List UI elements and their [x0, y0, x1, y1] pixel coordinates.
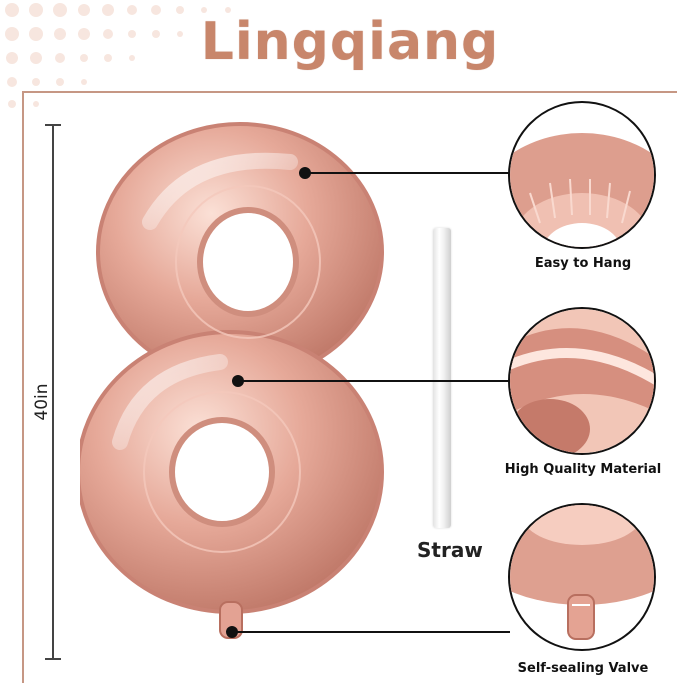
product-frame — [22, 91, 677, 683]
dot-pattern-decoration — [5, 3, 231, 108]
detail-circle-easy-to-hang — [508, 101, 656, 249]
straw-label: Straw — [417, 538, 483, 562]
callout-line-top — [305, 172, 510, 174]
feature-label-material: High Quality Material — [504, 462, 662, 477]
callout-line-middle — [238, 380, 510, 382]
hang-detail-image — [510, 133, 654, 247]
brand-title: Lingqiang — [200, 12, 500, 72]
detail-circle-valve — [508, 503, 656, 651]
feature-label-easy-to-hang: Easy to Hang — [534, 256, 632, 271]
callout-line-bottom — [232, 631, 510, 633]
feature-label-valve: Self-sealing Valve — [517, 661, 649, 676]
dimension-top-cap — [45, 124, 61, 126]
dimension-bottom-cap — [45, 658, 61, 660]
straw-image — [433, 228, 451, 528]
number-8-balloon-image — [80, 122, 384, 639]
height-label: 40in — [32, 383, 52, 421]
height-dimension-line — [52, 125, 54, 660]
material-detail-image — [510, 309, 654, 453]
detail-circle-material — [508, 307, 656, 455]
valve-detail-image — [510, 505, 654, 640]
